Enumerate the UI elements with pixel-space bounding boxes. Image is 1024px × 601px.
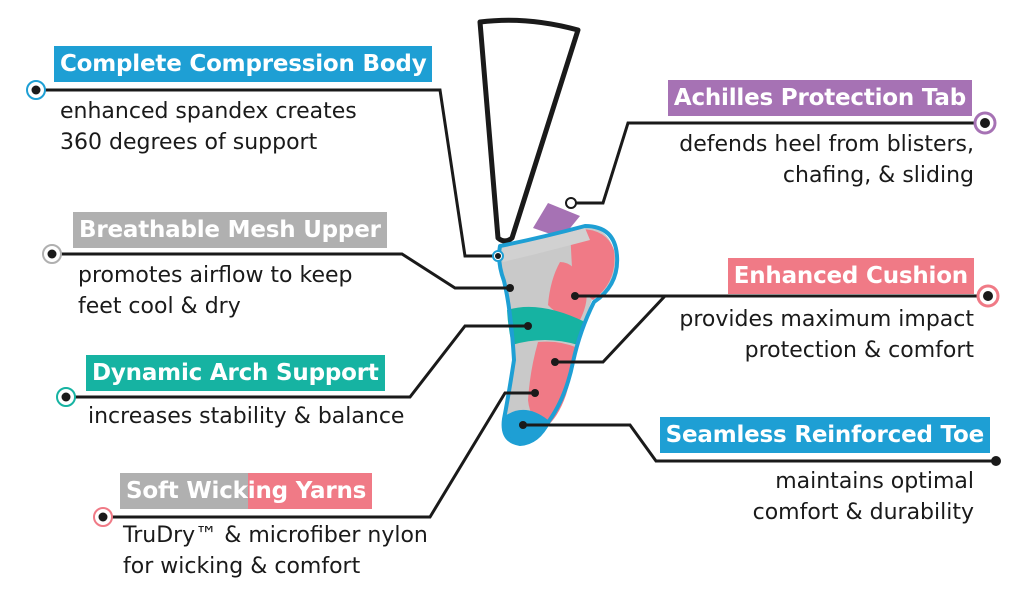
mesh-leader: [52, 252, 510, 290]
arch-leader: [66, 324, 528, 399]
achilles-desc-1: defends heel from blisters,: [679, 132, 974, 157]
yarns-desc-1: TruDry™ & microfiber nylon: [123, 523, 428, 548]
sock-illustration: [497, 203, 620, 446]
ankle-cushion-shape: [548, 262, 587, 320]
sock-dots: [492, 197, 579, 429]
toe-desc-2: comfort & durability: [752, 500, 974, 525]
mesh-desc-2: feet cool & dry: [78, 294, 241, 319]
mesh-desc-1: promotes airflow to keep: [78, 263, 353, 288]
outer-markers: [26, 80, 1001, 527]
yarns-title-part2: ing Yarns: [247, 473, 373, 509]
arch-desc-1: increases stability & balance: [88, 404, 405, 429]
yarns-desc-2: for wicking & comfort: [123, 554, 361, 579]
arch-title: Dynamic Arch Support: [86, 355, 385, 391]
toe-leader: [523, 423, 996, 463]
achilles-leader: [571, 121, 985, 205]
cushion-title: Enhanced Cushion: [727, 258, 974, 294]
toe-desc-1: maintains optimal: [775, 469, 974, 494]
yarns-leader: [103, 391, 535, 519]
compression-desc-1: enhanced spandex creates: [60, 99, 357, 124]
toe-title: Seamless Reinforced Toe: [659, 417, 990, 453]
cushion-leader: [555, 294, 988, 364]
cushion-desc-2: protection & comfort: [744, 338, 974, 363]
cushion-desc-1: provides maximum impact: [679, 307, 974, 332]
yarns-title-part1: Soft Wick: [120, 473, 248, 509]
arch-band-shape: [507, 306, 585, 345]
mesh-title: Breathable Mesh Upper: [73, 212, 387, 248]
yarns-title: Soft Wicking Yarns: [120, 473, 373, 509]
cuff-shape: [498, 228, 590, 262]
compression-title: Complete Compression Body: [54, 46, 433, 82]
compression-desc-2: 360 degrees of support: [60, 130, 318, 155]
achilles-desc-2: chafing, & sliding: [782, 163, 974, 188]
compression-leader: [36, 88, 498, 258]
leg-outline: [477, 17, 581, 244]
achilles-title: Achilles Protection Tab: [667, 80, 972, 116]
leader-lines: [36, 88, 996, 519]
